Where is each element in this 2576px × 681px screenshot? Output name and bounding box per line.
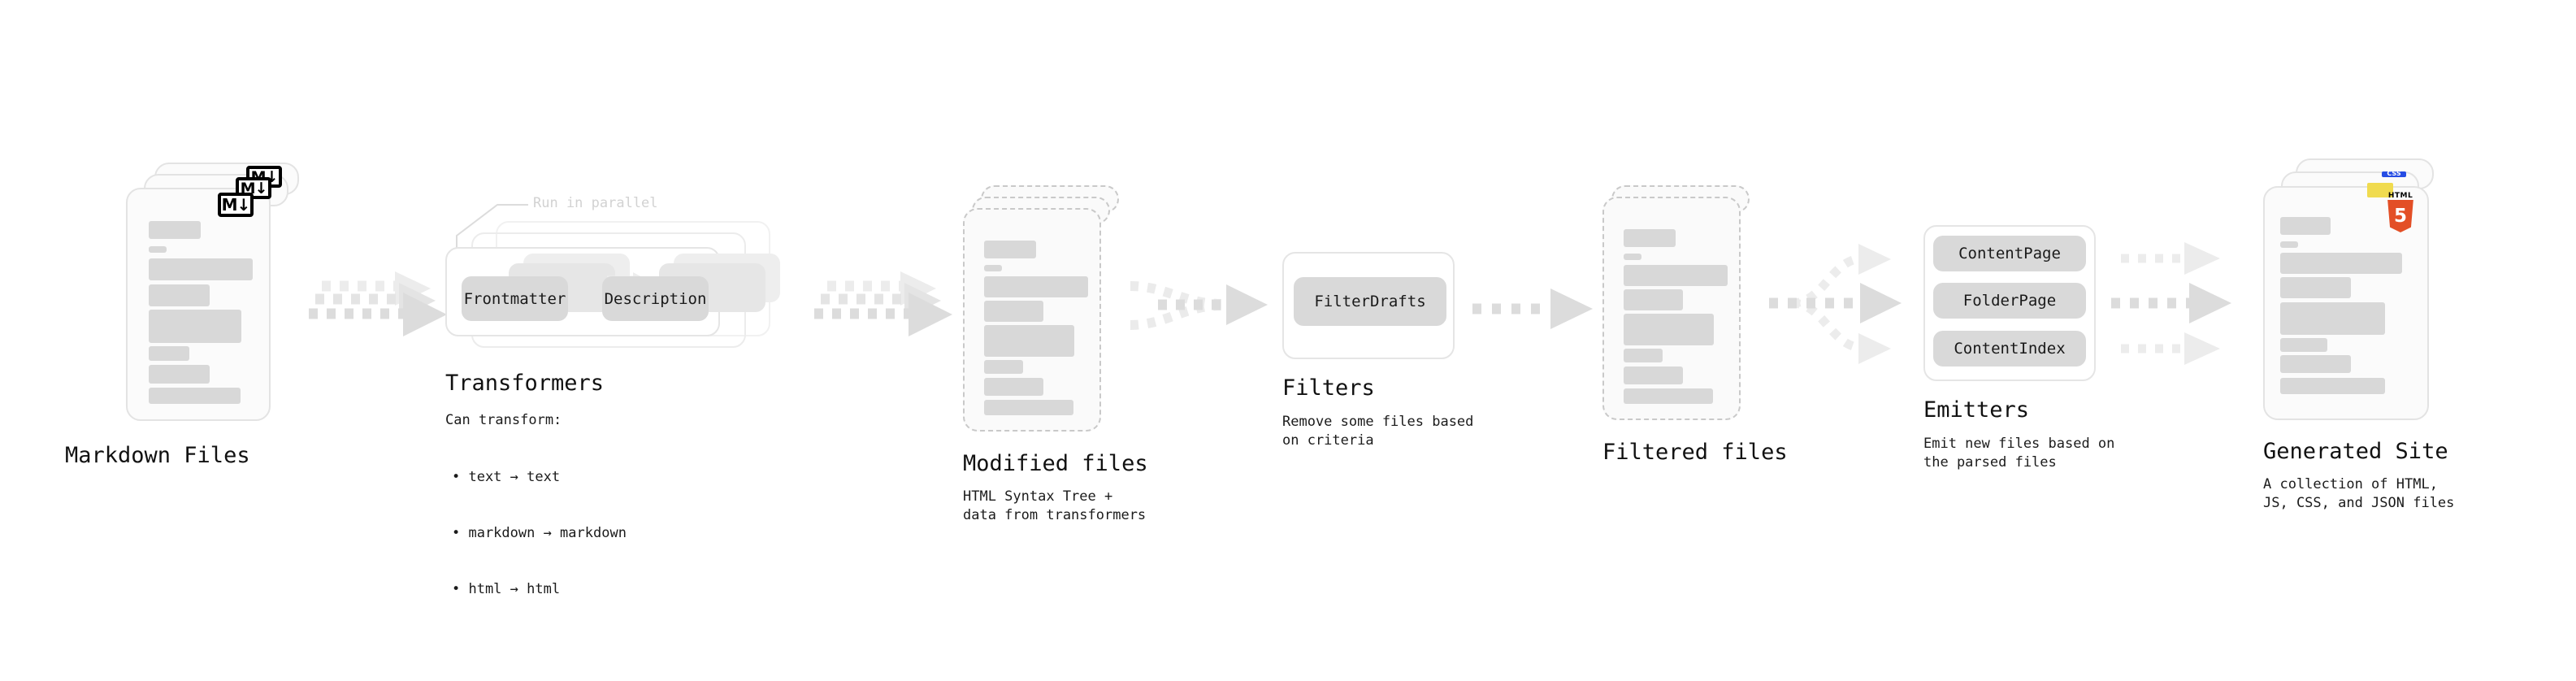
skeleton-line <box>2280 277 2351 298</box>
stage-subtitle-generated-site: A collection of HTML, JS, CSS, and JSON … <box>2263 476 2455 511</box>
skeleton-line <box>984 265 1002 271</box>
skeleton-line <box>149 310 241 343</box>
chip-filterdrafts[interactable]: FilterDrafts <box>1294 277 1446 326</box>
skeleton-line <box>149 284 210 306</box>
stage-subtitle-emitters: Emit new files based on the parsed files <box>1923 436 2115 471</box>
stage-filtered-files: Filtered files <box>1602 185 1788 465</box>
stage-title-filtered-files: Filtered files <box>1602 440 1788 465</box>
stage-modified-files: Modified files HTML Syntax Tree + data f… <box>963 185 1148 523</box>
skeleton-line <box>149 346 189 361</box>
skeleton-line <box>1624 367 1683 384</box>
connector-filtered-to-emitters <box>1767 234 1930 375</box>
connector-filters-to-filtered <box>1469 283 1607 343</box>
filtered-file-stack <box>1602 185 1777 445</box>
skeleton-line <box>2280 217 2331 235</box>
skeleton-line <box>2280 241 2298 248</box>
skeleton-line <box>1624 265 1728 286</box>
skeleton-line <box>149 258 253 280</box>
skeleton-line <box>984 360 1023 374</box>
skeleton-line <box>1624 229 1676 247</box>
stage-markdown-files: M↓ M↓ M↓ Markdown Files <box>65 163 301 468</box>
skeleton-line <box>1624 289 1683 310</box>
chip-folderpage[interactable]: FolderPage <box>1933 283 2086 319</box>
file-sheet-front <box>963 208 1101 432</box>
skeleton-line <box>984 400 1073 415</box>
stage-subtitle-modified-files: HTML Syntax Tree + data from transformer… <box>963 488 1147 523</box>
markdown-badge: M↓ <box>218 193 254 217</box>
skeleton-line <box>149 246 167 253</box>
skeleton-line <box>2280 355 2351 373</box>
markdown-file-stack: M↓ M↓ M↓ <box>126 163 301 423</box>
skeleton-line <box>149 388 241 404</box>
run-in-parallel-annotation: Run in parallel <box>533 195 658 211</box>
skeleton-line <box>984 241 1036 258</box>
skeleton-line <box>2280 302 2385 335</box>
css3-badge: CSS <box>2382 170 2406 177</box>
skeleton-line <box>1624 314 1714 345</box>
modified-file-stack <box>963 185 1138 445</box>
skeleton-line <box>2280 378 2385 394</box>
connector-markdown-to-transformers <box>307 268 453 361</box>
stage-subtitle-filters: Remove some files based on criteria <box>1282 414 1474 449</box>
html5-wordmark: HTML <box>2387 192 2413 200</box>
connector-emitters-to-site <box>2110 234 2264 375</box>
html5-shield: 5 <box>2387 200 2413 232</box>
skeleton-line <box>984 325 1074 357</box>
file-sheet-front <box>2263 186 2429 420</box>
stage-generated-site: CSS HTML 5 Generated Site A collection o… <box>2263 158 2454 511</box>
chip-description[interactable]: Description <box>602 276 709 321</box>
stage-title-emitters: Emitters <box>1923 397 2030 423</box>
file-sheet-front <box>126 188 271 421</box>
stage-subtitle-transformers: Can transform: <box>445 412 562 428</box>
stage-title-generated-site: Generated Site <box>2263 439 2448 464</box>
stage-title-markdown-files: Markdown Files <box>65 443 250 468</box>
skeleton-line <box>1624 349 1663 362</box>
html5-badge: HTML 5 <box>2383 193 2418 232</box>
javascript-badge <box>2367 183 2393 197</box>
list-item: • html → html <box>452 581 561 597</box>
skeleton-line <box>2280 253 2402 274</box>
skeleton-line <box>984 301 1043 322</box>
stage-title-filters: Filters <box>1282 375 1375 401</box>
chip-contentindex[interactable]: ContentIndex <box>1933 331 2086 367</box>
generated-file-stack: CSS HTML 5 <box>2263 158 2450 435</box>
stage-title-transformers: Transformers <box>445 371 605 396</box>
skeleton-line <box>149 365 210 384</box>
connector-modified-to-filters <box>1125 268 1288 361</box>
file-sheet-front <box>1602 197 1741 420</box>
chip-contentpage[interactable]: ContentPage <box>1933 236 2086 271</box>
connector-transformers-to-modified <box>813 268 959 361</box>
skeleton-line <box>1624 388 1713 404</box>
list-item: • markdown → markdown <box>452 525 627 541</box>
skeleton-line <box>984 378 1043 396</box>
skeleton-line <box>149 221 201 239</box>
skeleton-line <box>984 276 1088 297</box>
skeleton-line <box>2280 338 2327 352</box>
chip-frontmatter[interactable]: Frontmatter <box>462 276 568 321</box>
list-item: • text → text <box>452 469 561 485</box>
skeleton-line <box>1624 254 1641 260</box>
transformer-capability-list: • text → text • markdown → markdown • ht… <box>452 431 627 636</box>
stage-title-modified-files: Modified files <box>963 451 1148 476</box>
